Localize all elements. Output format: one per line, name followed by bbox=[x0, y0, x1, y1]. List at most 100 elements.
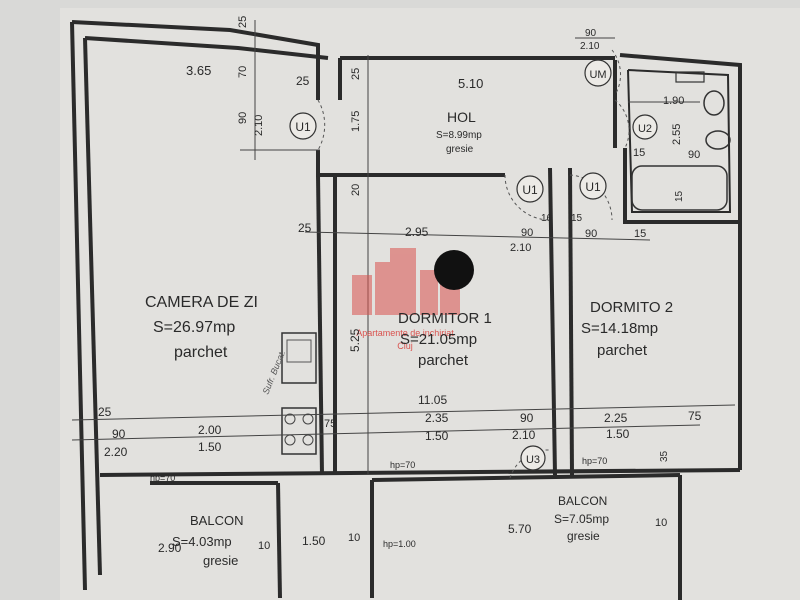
dimension-label: 2.55 bbox=[671, 124, 683, 145]
room-floor-bedroom1: parchet bbox=[418, 352, 469, 369]
dimension-label: 2.90 bbox=[158, 541, 182, 555]
dimension-label: 2.35 bbox=[425, 411, 449, 425]
dimension-label: 10 bbox=[655, 517, 667, 529]
door-marker-u1-living: U1 bbox=[289, 112, 317, 140]
door-marker-u3: U3 bbox=[520, 445, 546, 471]
dimension-label: 10 bbox=[258, 540, 270, 552]
stove-icon bbox=[281, 407, 317, 455]
dimension-label: 5.70 bbox=[508, 522, 532, 536]
dimension-label: 2.10 bbox=[253, 115, 265, 136]
room-floor-balcony-left: gresie bbox=[203, 553, 238, 568]
dimension-label: 2.20 bbox=[104, 445, 128, 459]
burner-icon bbox=[302, 434, 314, 446]
window-label: hp=70 bbox=[390, 460, 415, 470]
watermark-logo bbox=[352, 248, 460, 315]
dimension-label: 1.50 bbox=[198, 440, 222, 454]
room-area-bedroom2: S=14.18mp bbox=[581, 320, 658, 337]
dimension-label: 15 bbox=[674, 190, 685, 202]
dimension-label: 15 bbox=[571, 213, 583, 224]
dimension-label: 2.95 bbox=[405, 225, 429, 239]
dimension-label: 2.10 bbox=[580, 41, 600, 52]
dimension-labels: 25 3.65 70 25 25 90 2.10 1.75 5.10 90 2.… bbox=[98, 16, 702, 555]
window-label: hp=70 bbox=[150, 473, 175, 483]
watermark-text: Cluj bbox=[397, 341, 413, 351]
black-blot bbox=[434, 250, 474, 290]
dimension-label: 1.50 bbox=[425, 429, 449, 443]
bathtub-icon bbox=[631, 165, 728, 211]
dimension-label: 1.90 bbox=[663, 95, 684, 107]
dimension-label: 10 bbox=[348, 532, 360, 544]
room-area-hall: S=8.99mp bbox=[436, 130, 482, 141]
dimension-label: 5.25 bbox=[348, 328, 362, 352]
dimension-label: 90 bbox=[585, 228, 597, 240]
dimension-label: 2.10 bbox=[510, 242, 531, 254]
dimension-label: 20 bbox=[350, 184, 362, 196]
window-label: hp=1.00 bbox=[383, 539, 416, 549]
dimension-label: 90 bbox=[688, 149, 700, 161]
room-name-living: CAMERA DE ZI bbox=[145, 294, 258, 311]
dimension-label: 90 bbox=[112, 427, 126, 441]
room-area-balcony-right: S=7.05mp bbox=[554, 512, 609, 526]
kitchen-counter bbox=[281, 332, 317, 455]
room-name-hall: HOL bbox=[447, 109, 476, 125]
svg-text:U1: U1 bbox=[522, 183, 538, 197]
dimension-label: 35 bbox=[659, 450, 670, 462]
burner-icon bbox=[284, 413, 296, 425]
dimension-label: 11.05 bbox=[418, 393, 447, 407]
room-floor-balcony-right: gresie bbox=[567, 529, 600, 543]
room-area-bedroom1: S=21.05mp bbox=[400, 331, 477, 348]
dimension-label: 90 bbox=[237, 112, 249, 124]
dimension-label: 1.75 bbox=[350, 111, 362, 132]
room-name-bedroom1: DORMITOR 1 bbox=[398, 310, 492, 327]
dimension-label: 90 bbox=[585, 28, 597, 39]
dimension-label: 25 bbox=[298, 221, 312, 235]
door-marker-um: UM bbox=[584, 59, 612, 87]
washer-icon bbox=[675, 71, 705, 83]
dimension-label: 16 bbox=[541, 213, 553, 224]
dimension-label: 15 bbox=[634, 228, 646, 240]
door-marker-u2: U2 bbox=[632, 114, 658, 140]
dimension-label: 1.50 bbox=[302, 534, 326, 548]
svg-text:U1: U1 bbox=[295, 120, 311, 134]
dimension-label: 2.00 bbox=[198, 423, 222, 437]
dimension-lines bbox=[71, 20, 736, 475]
dimension-label: 2.25 bbox=[604, 411, 628, 425]
dimension-label: 70 bbox=[237, 66, 249, 78]
room-floor-living: parchet bbox=[174, 344, 228, 361]
burner-icon bbox=[302, 413, 314, 425]
dimension-label: 25 bbox=[296, 74, 310, 88]
sink-basin-icon bbox=[286, 339, 312, 363]
dimension-label: 90 bbox=[521, 227, 533, 239]
watermark-text: Apartamente de inchiriat bbox=[356, 328, 454, 338]
dimension-label: 75 bbox=[688, 409, 702, 423]
dimension-label: 90 bbox=[520, 411, 534, 425]
room-name-balcony-left: BALCON bbox=[190, 513, 243, 528]
svg-text:U2: U2 bbox=[638, 123, 652, 135]
door-marker-u1-bedroom2: U1 bbox=[579, 172, 607, 200]
sink-icon bbox=[705, 130, 731, 150]
room-area-balcony-left: S=4.03mp bbox=[172, 534, 232, 549]
dimension-label: 25 bbox=[98, 405, 112, 419]
dimension-label: 25 bbox=[350, 68, 362, 80]
dimension-label: 1.50 bbox=[606, 427, 630, 441]
walls bbox=[70, 20, 742, 600]
room-floor-hall: gresie bbox=[446, 144, 474, 155]
room-floor-bedroom2: parchet bbox=[597, 342, 648, 359]
svg-text:U1: U1 bbox=[585, 180, 601, 194]
bathroom-fixtures bbox=[631, 71, 731, 211]
room-name-bedroom2: DORMITO 2 bbox=[590, 299, 673, 316]
kitchen-sink-icon bbox=[281, 332, 317, 384]
dimension-label: 3.65 bbox=[186, 63, 211, 78]
dimension-label: 2.10 bbox=[512, 428, 536, 442]
room-area-living: S=26.97mp bbox=[153, 319, 235, 336]
toilet-icon bbox=[703, 90, 725, 116]
dimension-label: 5.10 bbox=[458, 76, 483, 91]
dimension-label: 25 bbox=[237, 16, 249, 28]
dimension-label: 15 bbox=[633, 147, 645, 159]
door-marker-u1-bedroom1: U1 bbox=[516, 175, 544, 203]
window-label: hp=70 bbox=[582, 456, 607, 466]
svg-text:U3: U3 bbox=[526, 454, 540, 466]
room-name-balcony-right: BALCON bbox=[558, 494, 607, 508]
svg-text:UM: UM bbox=[589, 69, 606, 81]
